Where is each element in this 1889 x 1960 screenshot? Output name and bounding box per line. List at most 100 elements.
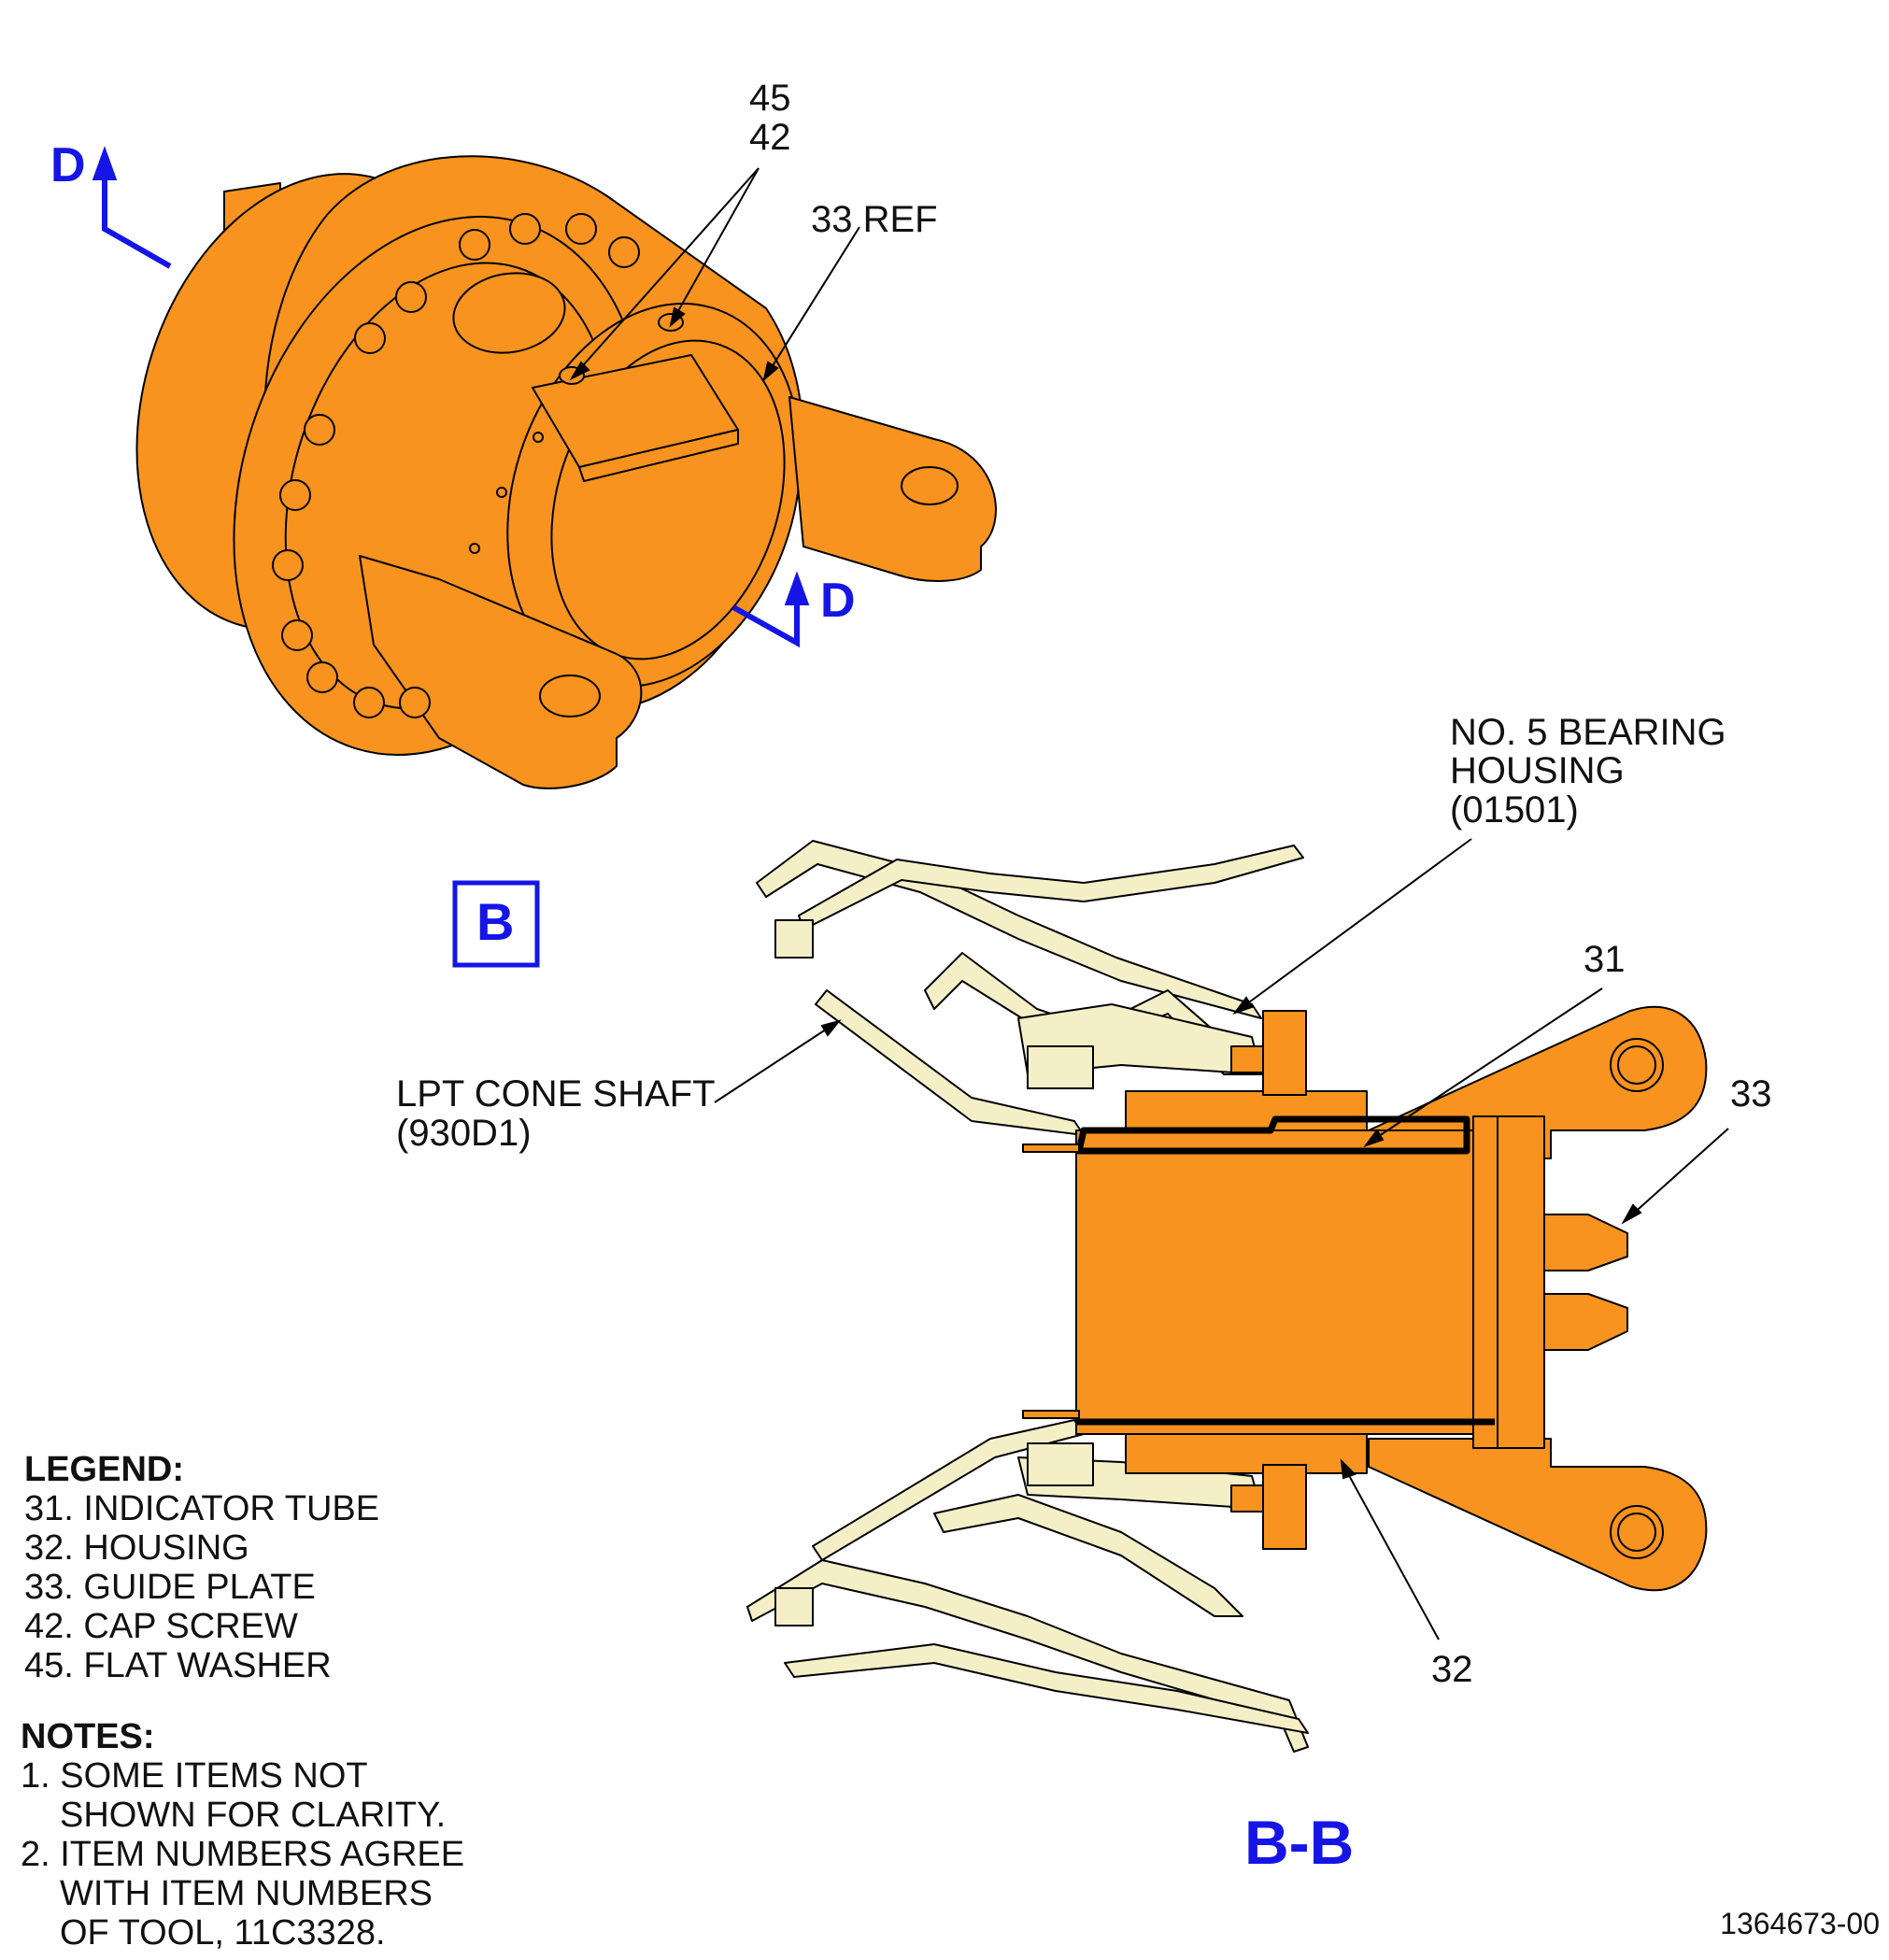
legend-heading: LEGEND: <box>24 1450 184 1489</box>
upper-lug-hole <box>901 466 959 505</box>
flange-bolt <box>279 479 311 511</box>
arrowhead <box>1340 1458 1356 1480</box>
arrowhead <box>569 361 590 381</box>
flange-bolt <box>399 687 431 718</box>
callout-bearing-housing-l1: NO. 5 BEARING <box>1450 712 1726 753</box>
leader-32 <box>1344 1468 1440 1640</box>
top-opening <box>452 272 566 354</box>
upper-seal <box>1027 1045 1094 1089</box>
arrowhead <box>1363 1129 1385 1147</box>
flange-bolt <box>395 281 427 313</box>
note-1-line-2: SHOWN FOR CLARITY. <box>60 1796 447 1835</box>
note-2-line-2: WITH ITEM NUMBERS <box>60 1874 433 1913</box>
lpt-cone-shaft-upper <box>815 989 1085 1136</box>
leader-bearing-housing <box>1242 838 1472 1008</box>
guide-plate-finger-upper <box>1543 1214 1628 1271</box>
lower-shaft-tip <box>1022 1410 1080 1419</box>
leader-45-42-b <box>674 167 760 319</box>
callout-31: 31 <box>1584 939 1626 980</box>
flange-bolt <box>608 236 640 268</box>
note-2-line-3: OF TOOL, 11C3328. <box>60 1913 386 1953</box>
view-marker-d-upper: D <box>50 138 86 192</box>
arrowhead <box>1232 996 1254 1015</box>
lower-blade-root <box>774 1587 814 1626</box>
section-bb-label: B-B <box>1244 1808 1354 1877</box>
callout-lpt-cone-shaft-l1: LPT CONE SHAFT <box>396 1073 716 1115</box>
body-hole <box>533 432 544 443</box>
view-arrow-shaft <box>731 598 800 648</box>
upper-nut-cap <box>1230 1045 1264 1073</box>
legend-item: 45. FLAT WASHER <box>24 1646 332 1685</box>
notes: NOTES: 1. SOME ITEMS NOT SHOWN FOR CLARI… <box>21 1717 464 1953</box>
legend-item: 32. HOUSING <box>24 1528 249 1568</box>
guide-plate-edge <box>578 429 739 482</box>
upper-nut <box>1262 1010 1307 1096</box>
section-leaders <box>714 838 1729 1640</box>
leader-45-42-a <box>576 167 760 373</box>
lower-turbine-case <box>746 1559 1309 1753</box>
note-1-line-1: 1. SOME ITEMS NOT <box>21 1756 368 1796</box>
upper-lug-arm <box>788 396 997 582</box>
callout-33: 33 <box>1730 1073 1772 1115</box>
isometric-tool-view <box>135 155 997 789</box>
leader-33 <box>1629 1128 1729 1217</box>
callout-33-ref: 33 REF <box>811 199 938 240</box>
housing-lower-sleeve <box>1125 1433 1368 1474</box>
arrowhead <box>669 306 686 328</box>
upper-shaft-tip <box>1022 1143 1080 1153</box>
flange-bolts <box>272 213 640 718</box>
engine-section <box>746 840 1309 1753</box>
housing-upper-sleeve <box>1125 1090 1368 1131</box>
iso-leaders <box>569 167 860 382</box>
view-marker-d-lower: D <box>820 574 856 628</box>
flange-bolt <box>459 229 490 261</box>
arrowhead <box>1621 1203 1642 1225</box>
lower-lug-hole-inner <box>1617 1513 1656 1552</box>
callout-lpt-cone-shaft-l2: (930D1) <box>396 1113 532 1154</box>
flange-bolt <box>509 213 541 245</box>
flange-bolt <box>353 687 385 718</box>
housing-step <box>1472 1115 1498 1449</box>
lower-outer-case <box>784 1643 1309 1734</box>
upper-lug-hole-inner <box>1617 1045 1656 1085</box>
legend: LEGEND: 31. INDICATOR TUBE 32. HOUSING 3… <box>24 1450 379 1685</box>
legend-item: 31. INDICATOR TUBE <box>24 1489 380 1528</box>
arrowhead <box>820 1019 842 1037</box>
indicator-tube <box>1075 1115 1470 1155</box>
flange-bolt <box>306 661 338 693</box>
view-arrow-d-upper <box>92 146 172 269</box>
flange-bolt <box>304 414 335 446</box>
callout-bearing-housing-l3: (01501) <box>1450 789 1579 831</box>
lower-rotor-stage <box>933 1494 1243 1617</box>
leader-33-ref <box>768 226 860 373</box>
tool-section <box>1022 1005 1708 1592</box>
callout-bearing-housing-l2: HOUSING <box>1450 750 1625 791</box>
lower-nut <box>1262 1464 1307 1550</box>
leader-31 <box>1372 987 1603 1141</box>
upper-blade-root <box>774 919 814 959</box>
flange-bolt <box>272 549 304 581</box>
body-hole <box>496 487 507 498</box>
detail-b-box <box>452 880 540 968</box>
callout-45: 45 <box>749 78 791 119</box>
lower-nut-cap <box>1230 1484 1264 1513</box>
lower-seal <box>1027 1442 1094 1486</box>
notes-heading: NOTES: <box>21 1717 155 1756</box>
callout-32: 32 <box>1431 1649 1473 1690</box>
legend-item: 33. GUIDE PLATE <box>24 1568 316 1607</box>
guide-plate-finger-lower <box>1543 1293 1628 1351</box>
view-arrow-d-lower <box>731 571 810 648</box>
flange-bolt <box>354 322 386 354</box>
upper-outer-case <box>798 845 1304 930</box>
lower-lug-arm <box>359 555 643 789</box>
housing-back-plate <box>1497 1115 1545 1449</box>
view-arrow-head <box>92 146 118 180</box>
legend-item: 42. CAP SCREW <box>24 1607 298 1646</box>
detail-b-label: B <box>476 892 514 951</box>
flange-bolt <box>565 213 597 245</box>
body-hole <box>469 543 480 554</box>
view-arrow-head <box>784 571 810 605</box>
view-arrow-shaft <box>102 173 172 269</box>
